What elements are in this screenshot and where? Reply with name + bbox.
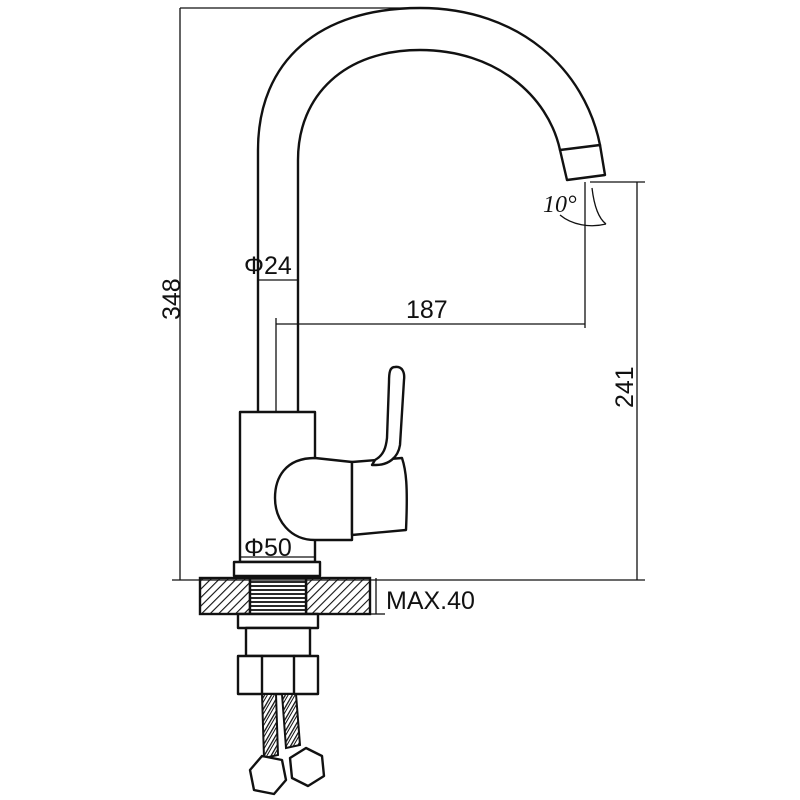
total-height-label: 348 xyxy=(158,278,186,320)
cartridge-housing xyxy=(273,456,354,542)
supply-hose-left xyxy=(260,693,280,760)
hose-nut-right xyxy=(288,746,326,788)
swivel-angle-label: 10° xyxy=(543,192,577,218)
base-diameter-label: Φ50 xyxy=(244,534,292,562)
mounting-deck xyxy=(198,576,372,616)
threaded-shank xyxy=(248,576,308,616)
fixing-washer xyxy=(236,612,320,630)
fixing-nut xyxy=(236,654,320,696)
base-collar xyxy=(232,560,322,578)
fixing-assembly xyxy=(236,612,326,796)
lever-handle xyxy=(350,456,408,537)
supply-hose-right xyxy=(280,693,302,750)
faucet-body xyxy=(232,365,408,578)
aerator xyxy=(558,143,607,182)
tube-diameter-label: Φ24 xyxy=(244,252,292,280)
deck-thickness-label: MAX.40 xyxy=(386,587,475,615)
hose-nut-left xyxy=(248,754,288,796)
fixing-sleeve xyxy=(244,626,312,658)
spout-reach-label: 187 xyxy=(406,296,448,324)
lever-blade xyxy=(370,365,406,467)
dimension-lines xyxy=(172,7,645,615)
spout-height-label: 241 xyxy=(611,366,639,408)
